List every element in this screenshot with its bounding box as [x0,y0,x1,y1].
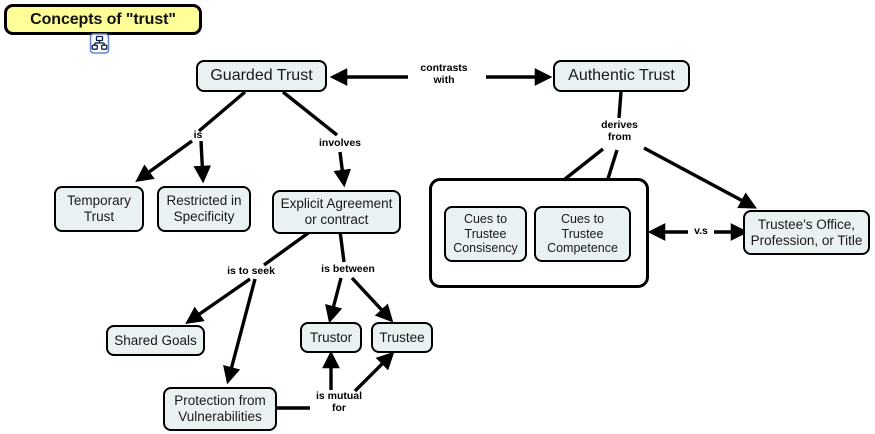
node-label: Trustor [309,329,353,345]
node-explicit-agreement-or-contract[interactable]: Explicit Agreement or contract [272,190,401,234]
node-trustor[interactable]: Trustor [300,322,362,353]
node-label: Cues to Trustee Competence [547,211,618,256]
node-cues-to-trustee-consisency[interactable]: Cues to Trustee Consisency [444,206,527,262]
edge-isbetween-trustor [325,277,343,324]
edge-label-contrasts-with: contrasts with [420,62,468,86]
node-trustees-office-profession-or-title[interactable]: Trustee's Office, Profession, or Title [743,210,870,255]
edge-authentic-to-derives [617,91,623,119]
node-label: Cues to Trustee Consisency [453,211,518,256]
edge-is-restricted [193,140,212,184]
node-authentic-trust[interactable]: Authentic Trust [553,60,690,92]
edge-label-is-to-seek: is to seek [227,265,275,277]
edge-label-is: is [193,129,203,141]
edge-ismutual-trustee [353,351,395,393]
node-label: Explicit Agreement or contract [280,196,393,227]
node-cues-to-trustee-competence[interactable]: Cues to Trustee Competence [534,206,631,262]
node-shared-goals[interactable]: Shared Goals [106,325,205,356]
node-trustee[interactable]: Trustee [371,322,433,353]
edge-label-is-between: is between [321,263,375,275]
edge-label-vs: v.s [694,225,708,237]
node-label: Temporary Trust [67,193,131,224]
node-label: Trustee [379,329,425,345]
map-title-banner: Concepts of "trust" [4,4,202,35]
node-guarded-trust[interactable]: Guarded Trust [196,60,327,92]
edge-istoseek-protection [223,278,257,385]
node-restricted-in-specificity[interactable]: Restricted in Specificity [157,186,251,232]
edge-isbetween-trustee [350,276,394,323]
node-protection-from-vulnerabilities[interactable]: Protection from Vulnerabilities [163,387,277,431]
edge-label-derives-from: derives from [601,119,638,143]
edge-istoseek-shared [185,277,251,324]
edge-label-is-mutual-for: is mutual for [315,390,363,414]
node-label: Trustee's Office, Profession, or Title [750,216,863,248]
edge-label-involves: involves [318,137,362,149]
edge-guarded-to-involves [281,90,339,137]
node-temporary-trust[interactable]: Temporary Trust [54,186,144,232]
concept-map-icon[interactable] [89,33,110,54]
page-title: Concepts of "trust" [30,10,176,28]
edge-explicit-to-isbetween [338,230,346,263]
edge-derives-office [643,146,757,209]
edge-guarded-to-is [197,90,247,133]
edge-is-temporary [135,139,193,182]
node-label: Guarded Trust [210,66,313,84]
edge-involves-explicit [333,151,352,188]
node-label: Shared Goals [114,332,197,348]
edge-explicit-to-istoseek [263,229,312,267]
node-label: Authentic Trust [568,66,675,84]
node-label: Restricted in Specificity [166,193,242,224]
node-label: Protection from Vulnerabilities [174,393,266,424]
